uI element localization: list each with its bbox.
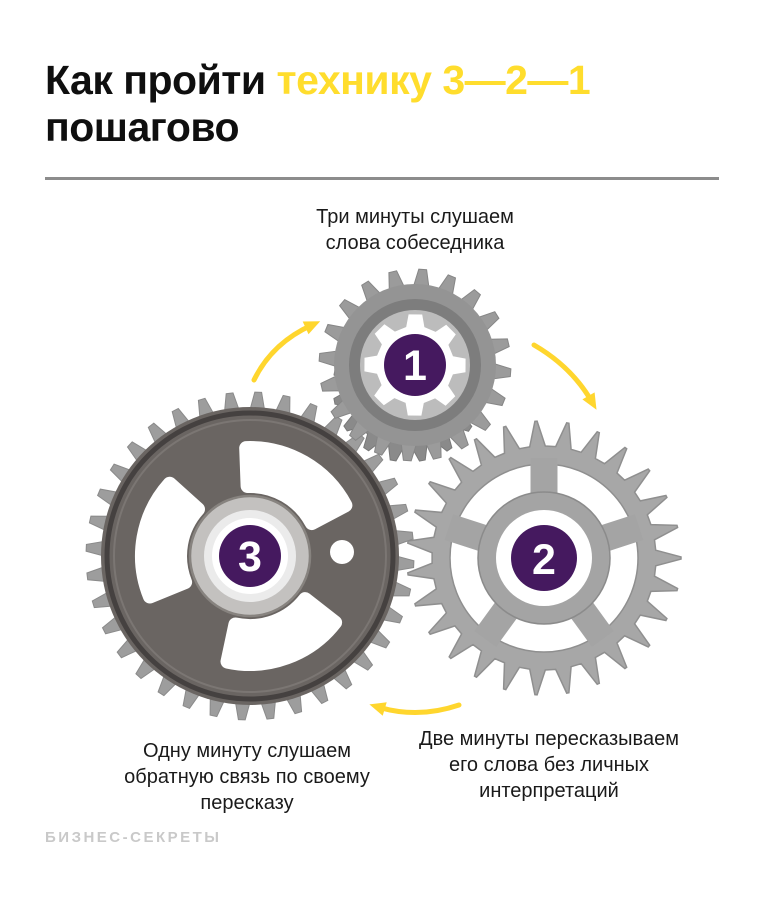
divider: [45, 177, 719, 180]
step-number-2: 2: [532, 536, 556, 584]
title-part2: пошагово: [45, 104, 240, 150]
step-1-caption: Три минуты слушаем слова собеседника: [316, 206, 514, 254]
step-number-1: 1: [403, 342, 427, 390]
gear-art: [85, 268, 682, 721]
brand-footer: БИЗНЕС-СЕКРЕТЫ: [45, 829, 222, 846]
step-badge-1: [384, 334, 446, 396]
title-highlight: технику 3—2—1: [276, 57, 591, 103]
title-part1: Как пройти: [45, 57, 266, 103]
page-title: Как пройти технику 3—2—1 пошагово: [45, 57, 705, 151]
step-3-caption: Одну минуту слушаем обратную связь по св…: [124, 740, 370, 814]
step-badges: 1 2 3: [219, 334, 577, 591]
step-badge-3: [219, 525, 281, 587]
flow-arrows: [251, 321, 597, 716]
step-number-3: 3: [238, 533, 262, 581]
gears-figure: 1 2 3: [85, 268, 682, 721]
step-badge-2: [511, 525, 577, 591]
step-2-caption: Две минуты пересказываем его слова без л…: [419, 728, 679, 802]
